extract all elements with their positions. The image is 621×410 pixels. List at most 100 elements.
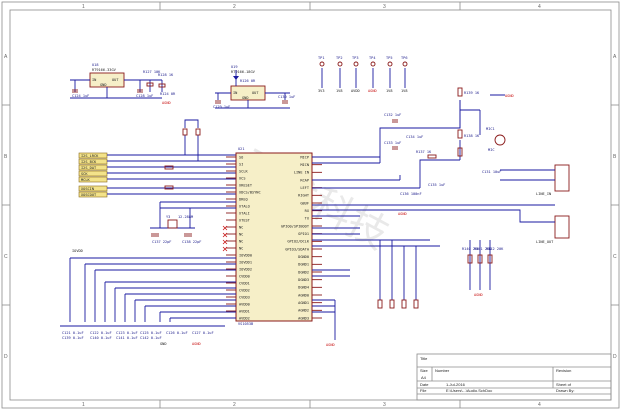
tp-net-agnd: AGND	[368, 89, 377, 93]
grid-row-a-left: A	[4, 54, 8, 60]
ic-left-pin-label: IOVDD1	[239, 260, 252, 264]
svg-text:R138 1K: R138 1K	[464, 134, 480, 138]
svg-text:C127 0.1uF: C127 0.1uF	[192, 331, 214, 335]
title-label: Title	[420, 356, 428, 361]
ic-left-pin-label: NC	[239, 239, 243, 243]
svg-text:R140 20K: R140 20K	[462, 247, 480, 251]
ic-right-pin-label: AGND3	[298, 316, 309, 320]
line-in-label: LINE_IN	[536, 192, 551, 196]
signal-ports: I2S_LRCK I2S_BCK I2S_DAT SCK MCLK XOSCIN…	[78, 119, 236, 198]
svg-text:C135 1uF: C135 1uF	[428, 183, 445, 187]
port-i2s-bck: I2S_BCK	[78, 158, 108, 165]
svg-text:12.288M: 12.288M	[178, 215, 194, 219]
svg-text:C134 1uF: C134 1uF	[406, 135, 423, 139]
ic-left-pin-label: XTEST	[239, 218, 251, 222]
decoupling-agnd-label: AGND	[192, 342, 201, 346]
svg-text:C133 1uF: C133 1uF	[384, 141, 401, 145]
ic-u21: U21 VS1053B SOSISCLKXCSXRESETXDCS/BSYNCD…	[226, 147, 322, 326]
regulator-u19: U19 RT9166-18GV IN OUT GND C129 1uF C130…	[213, 65, 295, 109]
decoupling-bank: IOVDD C121 0.1uF C122 0.1uF C123 0.1uF C…	[60, 249, 236, 346]
revision-label: Revision	[556, 368, 571, 373]
grid-col-1-bottom: 1	[82, 402, 85, 408]
tp-net-3v3: 3V3	[318, 89, 325, 93]
svg-text:C125 0.1uF: C125 0.1uF	[140, 331, 162, 335]
ic-right-pin-label: GBUF	[300, 201, 309, 205]
svg-text:R137 1K: R137 1K	[416, 150, 432, 154]
grid-row-b-right: B	[613, 154, 617, 160]
ic-right-pin-label: DGND1	[298, 263, 309, 267]
ic-right-pin-label: GPIO1	[298, 232, 309, 236]
ic-left-pin-label: CVDD0	[239, 274, 250, 278]
ic-left-pin-label: XDCS/BSYNC	[239, 190, 261, 194]
ic-right-pin-label: LINE IN	[294, 171, 309, 175]
tp-net-1v8-b: 1V8	[386, 89, 393, 93]
test-points: TP1 TP2 TP3 TP4 TP5 TP6 3V3 1V8 AVDD AGN…	[318, 56, 408, 93]
ic-left-pin-label: SI	[239, 162, 243, 166]
title-block: Title Size A4 Number Revision Date 1-Jul…	[416, 353, 612, 401]
svg-text:C142 0.1uF: C142 0.1uF	[140, 336, 162, 340]
svg-text:C123 0.1uF: C123 0.1uF	[116, 331, 138, 335]
number-label: Number	[435, 368, 450, 373]
ic-left-pin-label: AVDD2	[239, 316, 250, 320]
svg-text:C137 22pF: C137 22pF	[152, 240, 171, 244]
svg-text:TP3: TP3	[352, 56, 359, 60]
grid-col-1-top: 1	[82, 4, 85, 10]
size-value: A4	[421, 375, 427, 380]
mic-section: MIC1 MIC R139 1K R138 1K R137 1K C132 1u…	[312, 87, 514, 217]
ic-right-pin-label: DGND4	[298, 286, 309, 290]
audio-jacks: R140 20K R141 20K R142 20K LINE_IN LINE_…	[430, 164, 570, 297]
svg-text:MCLK: MCLK	[81, 178, 90, 182]
grid-col-4-bottom: 4	[538, 402, 541, 408]
drawn-by-label: Drawn By:	[556, 388, 574, 393]
grid-row-c-right: C	[613, 254, 617, 260]
svg-text:R128 1K: R128 1K	[158, 73, 174, 77]
svg-text:R124 0R: R124 0R	[160, 92, 176, 96]
grid-col-3-bottom: 3	[383, 402, 386, 408]
ic-right-pin-label: DGND0	[298, 255, 309, 259]
ic-right-pin-label: MICP	[300, 155, 309, 159]
svg-text:MIC: MIC	[488, 148, 495, 152]
ic-left-pin-label: AVDD1	[239, 309, 250, 313]
port-sck: SCK	[78, 170, 108, 177]
ic-right-pin-label: RCAP	[300, 178, 309, 182]
date-value: 1-Jul-2016	[446, 382, 466, 387]
ic-right-pin-label: TX	[305, 217, 310, 221]
ic-left-pin-label: AVDD0	[239, 302, 250, 306]
ic-right-pin-label: DGND2	[298, 270, 309, 274]
svg-text:C124 1uF: C124 1uF	[72, 94, 89, 98]
grid-row-d-left: D	[4, 354, 8, 360]
svg-text:IN: IN	[233, 91, 237, 95]
grid-row-d-right: D	[613, 354, 617, 360]
svg-text:R141 20K: R141 20K	[474, 247, 492, 251]
svg-text:C139 0.1uF: C139 0.1uF	[62, 336, 84, 340]
iovdd-net-label: IOVDD	[72, 249, 83, 253]
ic-left-pin-label: NC	[239, 232, 243, 236]
gpio-resistors: AGND	[312, 227, 440, 347]
grid-col-3-top: 3	[383, 4, 386, 10]
svg-text:R142 20K: R142 20K	[486, 247, 504, 251]
ic-left-pin-label: SO	[239, 155, 243, 159]
grid-col-4-top: 4	[538, 4, 541, 10]
ic-right-pin-label: AGND1	[298, 301, 309, 305]
svg-text:GND: GND	[242, 96, 249, 100]
svg-text:U19: U19	[231, 65, 238, 69]
crystal-y3: Y3 12.288M C137 22pF C138 22pF	[150, 201, 236, 252]
svg-text:OUT: OUT	[112, 78, 119, 82]
svg-text:R126 0R: R126 0R	[240, 79, 256, 83]
svg-text:OUT: OUT	[252, 91, 259, 95]
ic-left-pin-label: XTALO	[239, 204, 250, 208]
svg-text:C140 0.1uF: C140 0.1uF	[90, 336, 112, 340]
svg-text:C126 0.1uF: C126 0.1uF	[166, 331, 188, 335]
ic-left-pin-label: XRESET	[239, 183, 253, 187]
svg-text:MIC1: MIC1	[486, 127, 495, 131]
date-label: Date	[420, 382, 429, 387]
ic-left-pin-label: NC	[239, 225, 243, 229]
ic-left-pin-label: XCS	[239, 176, 246, 180]
ic-left-pin-label: IOVDD0	[239, 253, 252, 257]
svg-text:GND: GND	[100, 83, 107, 87]
svg-text:U18: U18	[92, 63, 99, 67]
port-i2s-lrck: I2S_LRCK	[78, 152, 108, 159]
port-xoscin: XOSCIN	[78, 185, 108, 192]
svg-text:I2S_LRCK: I2S_LRCK	[81, 154, 99, 158]
